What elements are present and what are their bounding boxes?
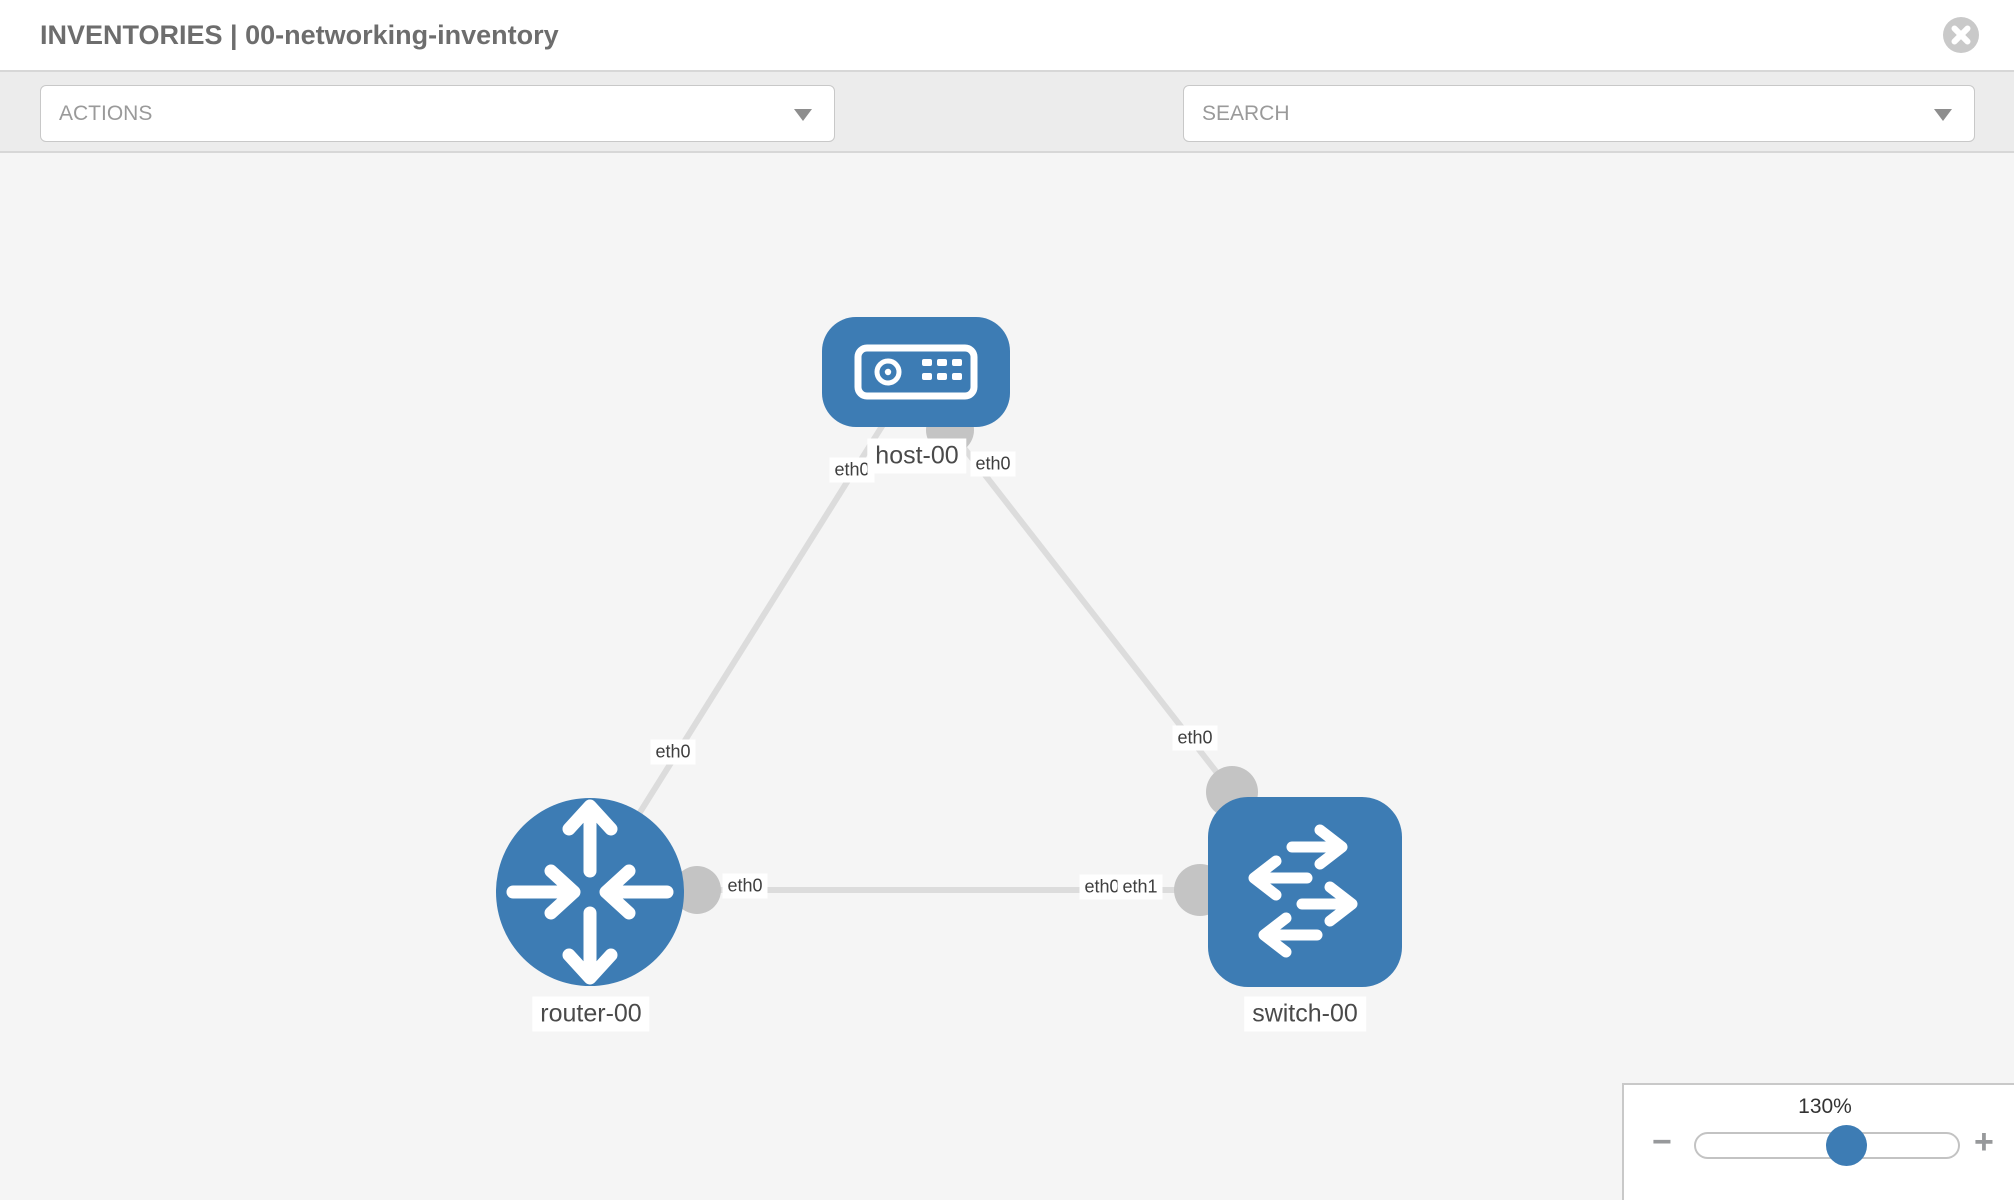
interface-label: eth0 xyxy=(970,451,1016,477)
node-switch-00[interactable] xyxy=(1208,797,1402,987)
node-label-switch: switch-00 xyxy=(1244,996,1366,1032)
zoom-slider-thumb[interactable] xyxy=(1826,1125,1867,1166)
switch-icon xyxy=(1248,824,1358,958)
interface-label: eth0 xyxy=(1079,874,1125,900)
node-label-host: host-00 xyxy=(867,438,967,474)
topology-canvas[interactable] xyxy=(0,153,2014,1200)
close-button[interactable] xyxy=(1942,16,1980,54)
interface-label: eth0 xyxy=(650,739,696,765)
interface-label: eth0 xyxy=(829,457,875,483)
search-dropdown[interactable]: SEARCH xyxy=(1183,85,1975,142)
interface-connector-router[interactable] xyxy=(673,866,721,914)
topology-svg xyxy=(496,317,1402,987)
close-icon xyxy=(1943,17,1979,53)
header: INVENTORIES | 00-networking-inventory xyxy=(0,0,2014,72)
zoom-control-panel: 130% − + xyxy=(1622,1083,2014,1200)
zoom-in-button[interactable]: + xyxy=(1974,1123,1994,1161)
node-router-00[interactable] xyxy=(496,798,684,986)
zoom-out-button[interactable]: − xyxy=(1652,1123,1672,1161)
chevron-down-icon xyxy=(1934,109,1952,121)
chevron-down-icon xyxy=(794,109,812,121)
actions-dropdown[interactable]: ACTIONS xyxy=(40,85,835,142)
toolbar: ACTIONS SEARCH xyxy=(0,72,2014,202)
interface-label: eth0 xyxy=(1172,725,1218,751)
interface-label: eth1 xyxy=(1117,874,1163,900)
host-icon xyxy=(854,344,978,400)
actions-dropdown-label: ACTIONS xyxy=(59,102,153,125)
node-host-00[interactable] xyxy=(822,317,1010,427)
router-icon xyxy=(506,799,674,985)
node-label-router: router-00 xyxy=(532,996,650,1032)
page-title: INVENTORIES | 00-networking-inventory xyxy=(40,20,559,50)
search-dropdown-label: SEARCH xyxy=(1202,102,1290,125)
zoom-slider-track[interactable] xyxy=(1694,1125,1960,1166)
interface-label: eth0 xyxy=(722,873,768,899)
zoom-percent-label: 130% xyxy=(1798,1095,1852,1118)
